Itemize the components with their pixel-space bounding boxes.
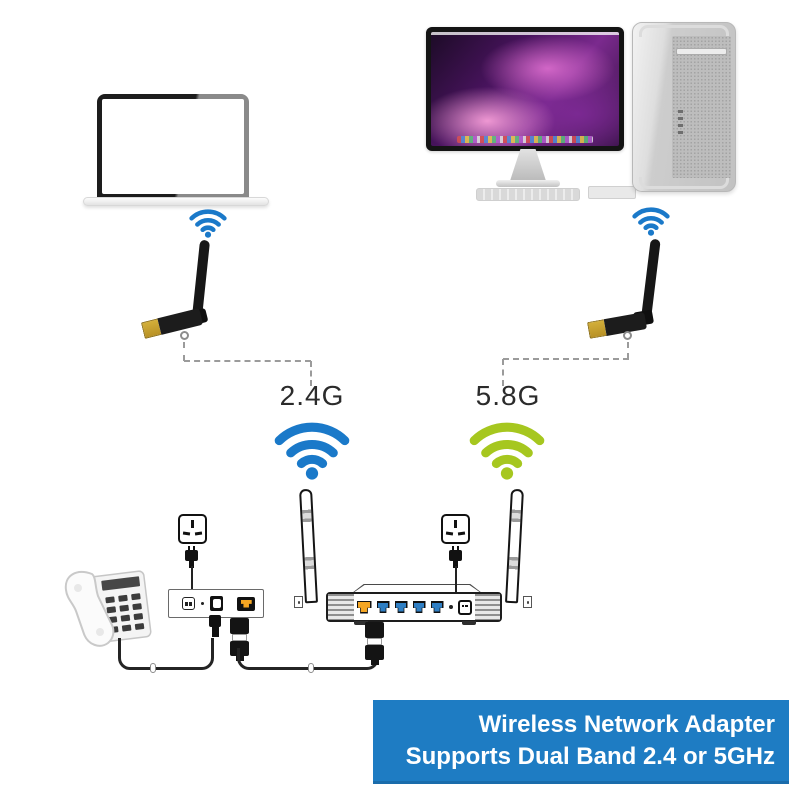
telephone bbox=[64, 570, 152, 647]
dashed-line bbox=[502, 359, 504, 386]
power-plug bbox=[449, 546, 462, 568]
adapter-antenna bbox=[641, 238, 661, 318]
tower-front-panel bbox=[671, 36, 731, 178]
tower-foot bbox=[639, 177, 729, 189]
router-foot bbox=[354, 621, 368, 625]
phone-cable bbox=[118, 638, 214, 670]
router-antenna-right bbox=[505, 488, 524, 604]
laptop-base bbox=[83, 197, 269, 206]
adapter-body bbox=[140, 307, 204, 340]
product-banner: Wireless Network Adapter Supports Dual B… bbox=[373, 700, 789, 784]
wifi-2-4ghz-icon bbox=[274, 422, 350, 480]
keyboard bbox=[476, 188, 580, 201]
antenna-mount bbox=[523, 596, 532, 608]
trackpad bbox=[588, 186, 636, 199]
router-top bbox=[352, 584, 482, 593]
router-vent-right bbox=[474, 594, 500, 620]
cable-coupler bbox=[308, 663, 314, 673]
dashed-line bbox=[310, 361, 312, 386]
modem-ethernet-port bbox=[237, 596, 256, 611]
banner-line-1: Wireless Network Adapter bbox=[478, 711, 775, 738]
tower-ports bbox=[677, 109, 683, 136]
banner-line-2: Supports Dual Band 2.4 or 5GHz bbox=[405, 743, 775, 770]
router-foot bbox=[462, 621, 476, 625]
power-socket-router bbox=[441, 514, 470, 544]
reset-button bbox=[448, 605, 453, 609]
laptop-display bbox=[102, 99, 244, 194]
antenna-mount bbox=[294, 596, 303, 608]
lan-port-4 bbox=[430, 601, 444, 613]
cable-coupler bbox=[150, 663, 156, 673]
wifi-signal-icon bbox=[189, 209, 227, 238]
tower-handle bbox=[639, 25, 729, 37]
power-plug bbox=[185, 546, 198, 568]
adapter-antenna bbox=[191, 239, 211, 319]
lan-port-1 bbox=[376, 601, 390, 613]
modem-power-port bbox=[182, 597, 195, 610]
monitor-wallpaper bbox=[431, 32, 619, 146]
dashed-line bbox=[627, 342, 629, 359]
adapter-body bbox=[586, 312, 648, 339]
dashed-line bbox=[183, 342, 185, 361]
modem-phone-port bbox=[209, 596, 224, 611]
desktop-monitor bbox=[426, 27, 624, 151]
modem bbox=[168, 589, 264, 618]
menubar bbox=[431, 32, 619, 35]
router-vent-left bbox=[328, 594, 354, 620]
dashed-line bbox=[184, 360, 311, 362]
tower-drive-slot bbox=[676, 48, 728, 55]
computer-tower bbox=[632, 22, 736, 192]
dashed-line bbox=[503, 358, 629, 360]
monitor-stand bbox=[509, 149, 547, 182]
ethernet-connector-router bbox=[365, 622, 384, 665]
wifi-5-8ghz-icon bbox=[469, 422, 545, 480]
router bbox=[326, 592, 502, 622]
wifi-signal-icon bbox=[632, 207, 670, 236]
wan-port bbox=[356, 600, 372, 614]
modem-led bbox=[200, 602, 204, 605]
laptop-screen bbox=[97, 94, 249, 198]
band-label-2-4g: 2.4G bbox=[279, 380, 345, 411]
adapter-shell bbox=[157, 307, 204, 335]
phone-line-plug bbox=[209, 615, 221, 627]
router-antenna-left bbox=[299, 488, 318, 604]
monitor-base bbox=[496, 180, 560, 187]
power-cable bbox=[455, 566, 457, 592]
dock bbox=[457, 136, 593, 143]
lan-port-3 bbox=[412, 601, 426, 613]
router-ports bbox=[354, 594, 475, 620]
phone-line-plug-stem bbox=[212, 627, 219, 637]
band-label-5-8g: 5.8G bbox=[475, 380, 541, 411]
connector-dot-right bbox=[623, 331, 632, 340]
lan-port-2 bbox=[394, 601, 408, 613]
power-cable bbox=[191, 566, 193, 589]
connector-dot-left bbox=[180, 331, 189, 340]
router-power-port bbox=[457, 599, 472, 615]
power-socket-modem bbox=[178, 514, 207, 544]
